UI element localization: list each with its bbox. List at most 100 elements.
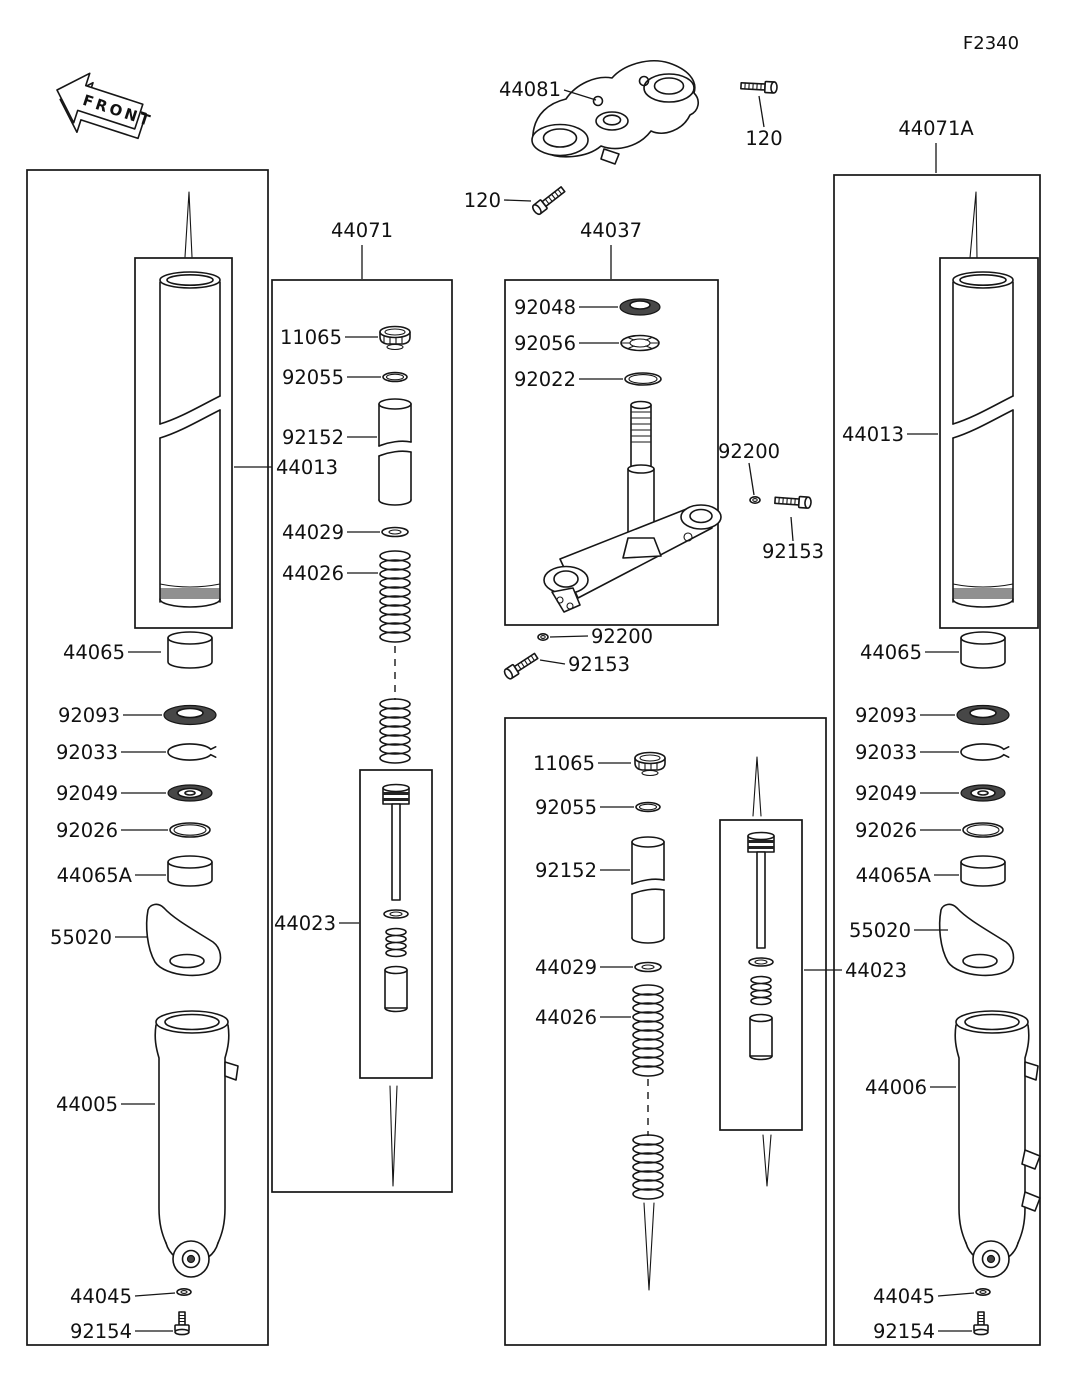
callout-92026-left: 92026 — [56, 819, 118, 842]
left-fork-group-box — [26, 169, 269, 1346]
figure-code: F2340 — [963, 33, 1019, 54]
callout-92022: 92022 — [514, 368, 576, 391]
callout-55020-left: 55020 — [50, 926, 112, 949]
front-arrow-shape — [56, 72, 144, 130]
group-boxes — [26, 169, 1041, 1346]
center-damper-lower-needle — [762, 1134, 772, 1187]
drain-bolt-92154-right-drawing — [973, 1311, 989, 1336]
washer-92200-right-drawing — [749, 495, 761, 504]
seal-stack-right-drawing — [956, 631, 1010, 887]
callout-44026-left: 44026 — [282, 562, 344, 585]
leader-92200-bottom — [549, 635, 589, 638]
callout-92026-right: 92026 — [855, 819, 917, 842]
fork-internals-44071 — [378, 325, 412, 1187]
callout-44065-left: 44065 — [63, 641, 125, 664]
callout-44071: 44071 — [331, 219, 393, 242]
steering-stem-bearings — [619, 298, 662, 386]
washer-44029-left-drawing — [381, 526, 409, 538]
inner-tube-44013-left-drawing — [159, 271, 221, 608]
cap-bolt-11065-left-drawing — [379, 325, 411, 351]
callout-11065-left: 11065 — [280, 326, 342, 349]
bolt-92153-right-drawing — [773, 494, 813, 510]
callout-92152-left: 92152 — [282, 426, 344, 449]
oring-92055-left-drawing — [382, 371, 408, 383]
spacer-92152-center-drawing — [631, 836, 665, 944]
callout-44065A-right: 44065A — [856, 864, 932, 887]
oring-92055-center-drawing — [635, 801, 661, 813]
callout-92093-left: 92093 — [58, 704, 120, 727]
callout-92049-left: 92049 — [56, 782, 118, 805]
callout-92153-right: 92153 — [762, 540, 824, 563]
leader-44081 — [563, 89, 597, 101]
left-fork-parts — [145, 191, 239, 1336]
callout-120-left: 120 — [464, 189, 501, 212]
seal-stack-left-drawing — [163, 631, 217, 887]
right-needle-pointer — [969, 191, 978, 259]
leader-120-top — [758, 95, 765, 128]
right-fork-44071A-box — [833, 174, 1041, 1346]
leader-lines — [115, 89, 975, 1332]
callout-92049-right: 92049 — [855, 782, 917, 805]
callout-92056: 92056 — [514, 332, 576, 355]
fork-guard-55020-right-drawing — [938, 903, 1015, 977]
callout-labels: 44081 120 120 44037 92048 92056 92022 92… — [50, 78, 974, 1343]
callout-44026-center: 44026 — [535, 1006, 597, 1029]
callout-92033-right: 92033 — [855, 741, 917, 764]
callout-120-top: 120 — [745, 127, 782, 150]
steering-stem-44037-box — [504, 279, 719, 626]
fork-guard-55020-left-drawing — [145, 903, 222, 977]
damper-rod-44023-left-drawing — [383, 785, 409, 1012]
callout-44081: 44081 — [499, 78, 561, 101]
outer-tube-44006-drawing — [954, 1010, 1039, 1278]
outer-tube-44005-drawing — [154, 1010, 239, 1278]
callout-92153-bottom: 92153 — [568, 653, 630, 676]
upper-triple-clamp-drawing — [531, 60, 699, 165]
callout-44005: 44005 — [56, 1093, 118, 1116]
center-damper-upper-needle — [752, 756, 762, 817]
callout-44029-left: 44029 — [282, 521, 344, 544]
bearing-92056-drawing — [620, 334, 660, 352]
front-direction-arrow: FRONT — [56, 72, 155, 140]
leader-92200-right — [748, 462, 755, 496]
callout-92152-center: 92152 — [535, 859, 597, 882]
bolt-92153-bottom-drawing — [502, 650, 540, 681]
washer-44029-center-drawing — [634, 961, 662, 973]
callout-44023-left: 44023 — [274, 912, 336, 935]
pinch-bolt-120-top-drawing — [739, 79, 779, 94]
leader-92153-bottom — [539, 659, 566, 665]
callout-44013-left: 44013 — [276, 456, 338, 479]
callout-44029-center: 44029 — [535, 956, 597, 979]
center-internals-group-box — [504, 717, 827, 1346]
gasket-44045-left-drawing — [176, 1288, 192, 1297]
inner-tube-44013-right-drawing — [952, 271, 1014, 608]
callout-44023-center: 44023 — [845, 959, 907, 982]
left-damper-needle-pointer — [389, 1085, 398, 1187]
washer-92200-bottom-drawing — [537, 632, 549, 641]
spacer-92152-left-drawing — [378, 398, 412, 506]
spring-44026-left-upper-drawing — [379, 550, 411, 643]
left-needle-pointer — [184, 191, 193, 258]
leader-120-left — [503, 199, 532, 202]
callout-11065-center: 11065 — [533, 752, 595, 775]
caliper-lug-lower — [1021, 1191, 1041, 1212]
fork-internals-center — [631, 751, 774, 1291]
callout-55020-right: 55020 — [849, 919, 911, 942]
callout-44006: 44006 — [865, 1076, 927, 1099]
caliper-lug-upper — [1021, 1149, 1041, 1170]
right-inner-tube-box — [939, 257, 1039, 629]
right-fork-parts — [938, 191, 1041, 1336]
cap-bolt-11065-center-drawing — [634, 751, 666, 777]
spring-44026-center-lower-drawing — [632, 1134, 664, 1200]
callout-92200-bottom: 92200 — [591, 625, 653, 648]
callout-44071A: 44071A — [898, 117, 974, 140]
left-inner-tube-box — [134, 257, 233, 629]
front-arrow-shadow — [59, 81, 147, 140]
callout-92048: 92048 — [514, 296, 576, 319]
leader-44045-right — [937, 1292, 975, 1297]
callout-44065-right: 44065 — [860, 641, 922, 664]
fork-assembly-44071-box — [271, 279, 453, 1193]
spring-44026-left-lower-drawing — [379, 698, 411, 764]
callout-44037: 44037 — [580, 219, 642, 242]
spring-44026-center-upper-drawing — [632, 984, 664, 1077]
